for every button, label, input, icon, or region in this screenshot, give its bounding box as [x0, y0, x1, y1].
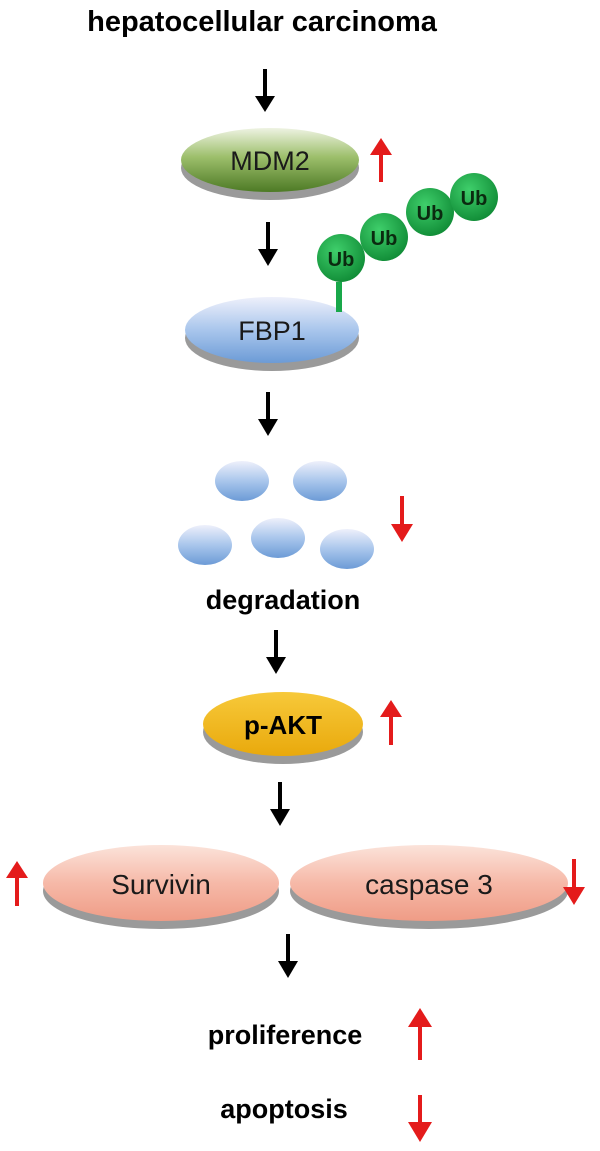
- mdm2-label: MDM2: [230, 146, 310, 176]
- flow-arrow: [258, 392, 278, 436]
- ubiquitin-chain: Ub Ub Ub Ub: [317, 173, 498, 312]
- ub-bead: Ub: [406, 188, 454, 236]
- flow-arrow: [258, 222, 278, 266]
- fragment: [320, 529, 374, 569]
- pakt-up-arrow-icon: [380, 700, 402, 745]
- svg-text:Ub: Ub: [328, 249, 355, 271]
- degraded-fragments: [178, 461, 374, 569]
- mdm2-node: MDM2: [181, 128, 359, 200]
- svg-text:Ub: Ub: [461, 188, 488, 210]
- fragment: [251, 518, 305, 558]
- fragment: [178, 525, 232, 565]
- fragment: [215, 461, 269, 501]
- pakt-node: p-AKT: [203, 692, 363, 764]
- svg-text:Ub: Ub: [417, 203, 444, 225]
- caspase3-label: caspase 3: [365, 869, 493, 900]
- title: hepatocellular carcinoma: [87, 6, 438, 38]
- degradation-down-arrow-icon: [391, 496, 413, 542]
- flow-arrow: [278, 934, 298, 978]
- fbp1-label: FBP1: [238, 316, 306, 346]
- ub-bead: Ub: [360, 213, 408, 261]
- apoptosis-label: apoptosis: [220, 1094, 348, 1124]
- survivin-up-arrow-icon: [6, 861, 28, 906]
- caspase3-down-arrow-icon: [563, 859, 585, 905]
- degradation-label: degradation: [206, 585, 361, 615]
- survivin-node: Survivin: [43, 845, 279, 929]
- caspase3-node: caspase 3: [290, 845, 568, 929]
- ub-linker: [336, 282, 342, 312]
- apoptosis-down-arrow-icon: [408, 1095, 432, 1142]
- flow-arrow: [266, 630, 286, 674]
- pakt-label: p-AKT: [244, 710, 322, 740]
- flow-arrow: [255, 69, 275, 112]
- fbp1-node: FBP1: [185, 297, 359, 371]
- flow-arrow: [270, 782, 290, 826]
- survivin-label: Survivin: [111, 869, 211, 900]
- proliference-label: proliference: [208, 1020, 363, 1050]
- svg-text:Ub: Ub: [371, 228, 398, 250]
- mdm2-up-arrow-icon: [370, 138, 392, 182]
- ub-bead: Ub: [317, 234, 365, 282]
- ub-bead: Ub: [450, 173, 498, 221]
- fragment: [293, 461, 347, 501]
- proliference-up-arrow-icon: [408, 1008, 432, 1060]
